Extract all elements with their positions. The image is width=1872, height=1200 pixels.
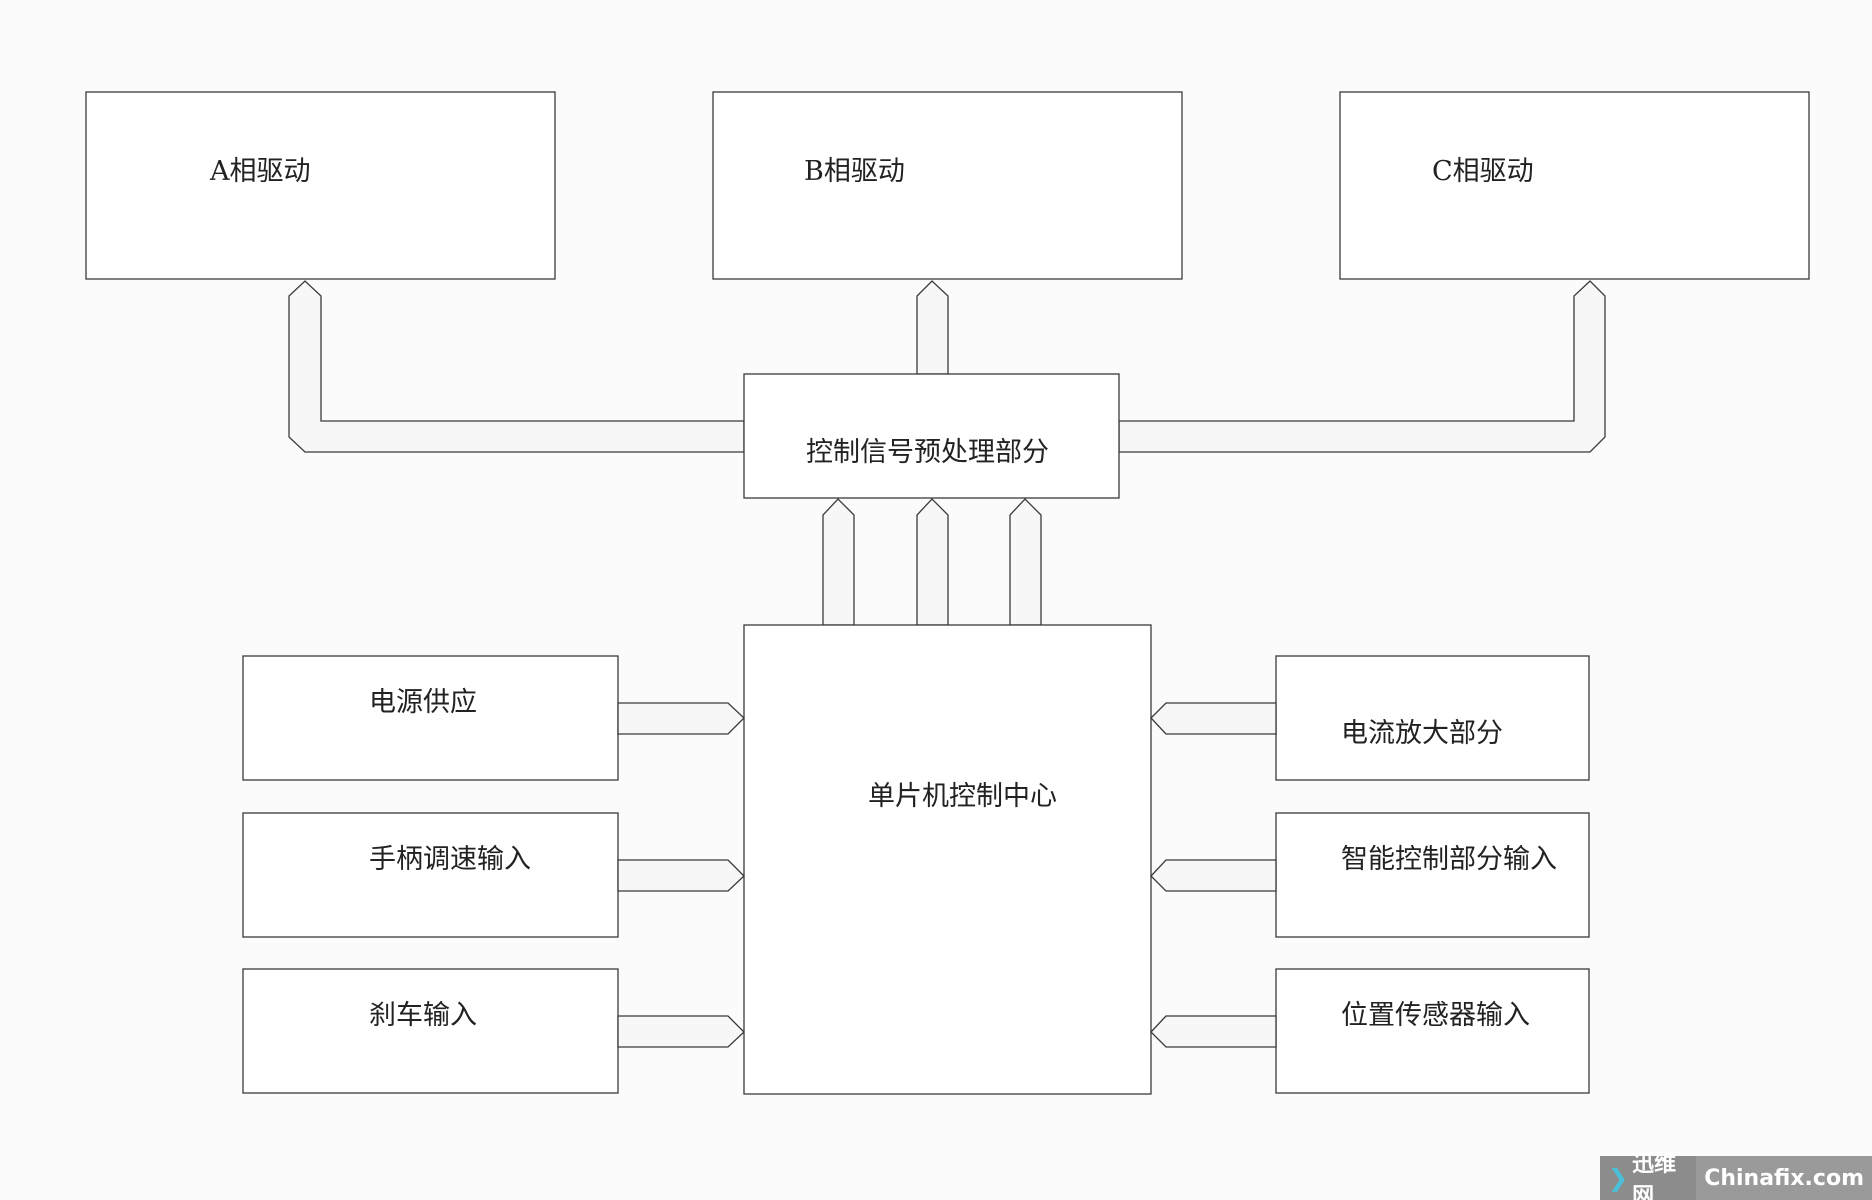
connector-preprocess-to-phase-b	[916, 280, 949, 375]
mcu-control-center-block: 单片机控制中心	[743, 624, 1152, 1095]
chevron-right-icon: ❯	[1608, 1164, 1629, 1192]
connector-preprocess-to-phase-a	[288, 280, 745, 453]
signal-preprocess-label: 控制信号预处理部分	[806, 437, 1049, 468]
power-supply-block: 电源供应	[242, 655, 619, 781]
power-supply-label: 电源供应	[369, 687, 477, 718]
connector-position-to-mcu	[1150, 1015, 1277, 1048]
connector-mcu-to-preprocess-1	[822, 498, 855, 626]
watermark-site: Chinafix.com	[1696, 1156, 1872, 1200]
connector-mcu-to-preprocess-2	[916, 498, 949, 626]
watermark: ❯ 迅维网 Chinafix.com	[1600, 1152, 1872, 1200]
brake-input-block: 刹车输入	[242, 968, 619, 1094]
connector-current-to-mcu	[1150, 702, 1277, 735]
position-sensor-input-block: 位置传感器输入	[1275, 968, 1590, 1094]
connector-power-to-mcu	[617, 702, 745, 735]
signal-preprocess-block: 控制信号预处理部分	[743, 373, 1120, 499]
handle-speed-input-block: 手柄调速输入	[242, 812, 619, 938]
phase-c-driver-block: C相驱动	[1339, 91, 1810, 280]
phase-c-driver-label: C相驱动	[1432, 156, 1534, 187]
smart-control-input-block: 智能控制部分输入	[1275, 812, 1590, 938]
current-amplifier-label: 电流放大部分	[1341, 718, 1503, 749]
phase-b-driver-block: B相驱动	[712, 91, 1183, 280]
connector-mcu-to-preprocess-3	[1009, 498, 1042, 626]
phase-a-driver-block: A相驱动	[85, 91, 556, 280]
phase-a-driver-label: A相驱动	[209, 156, 311, 187]
position-sensor-input-label: 位置传感器输入	[1341, 1000, 1530, 1031]
connector-preprocess-to-phase-c	[1118, 280, 1606, 453]
mcu-control-center-label: 单片机控制中心	[868, 781, 1057, 812]
current-amplifier-block: 电流放大部分	[1275, 655, 1590, 781]
watermark-brand: ❯ 迅维网	[1600, 1152, 1697, 1200]
connector-smart-to-mcu	[1150, 859, 1277, 892]
handle-speed-input-label: 手柄调速输入	[369, 844, 531, 875]
watermark-brand-text: 迅维网	[1632, 1152, 1677, 1200]
smart-control-input-label: 智能控制部分输入	[1341, 844, 1557, 875]
connector-handle-to-mcu	[617, 859, 745, 892]
brake-input-label: 刹车输入	[369, 1000, 477, 1031]
connector-brake-to-mcu	[617, 1015, 745, 1048]
phase-b-driver-label: B相驱动	[804, 156, 905, 187]
